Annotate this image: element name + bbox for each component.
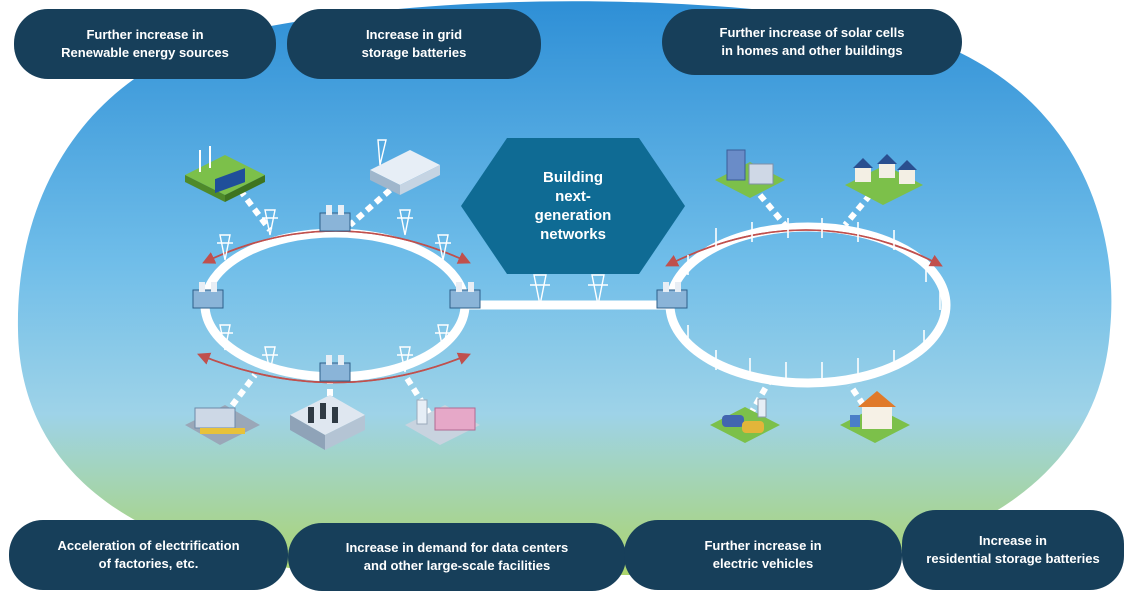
label-home-solar-cells: Further increase of solar cells in homes… <box>662 9 962 75</box>
large-facility-icon <box>405 399 480 445</box>
grid-storage-icon <box>370 139 440 195</box>
houses-solar-icon <box>845 154 923 205</box>
label-factory-electrification: Acceleration of electrification of facto… <box>9 520 288 590</box>
center-hexagon <box>461 138 685 274</box>
right-flow-arrows <box>665 229 943 267</box>
office-building-icon <box>715 149 785 198</box>
residential-battery-icon <box>840 391 910 443</box>
background-shape <box>17 1 1112 575</box>
label-grid-storage-batteries: Increase in grid storage batteries <box>287 9 541 79</box>
electric-vehicle-icon <box>710 398 780 443</box>
center-title: Building next- generation networks <box>534 169 612 243</box>
label-renewable-energy: Further increase in Renewable energy sou… <box>14 9 276 79</box>
label-residential-storage-batteries: Increase in residential storage batterie… <box>902 510 1124 590</box>
data-center-icon <box>290 395 365 450</box>
tower-icons <box>217 209 608 373</box>
substation-icons <box>192 205 688 382</box>
label-electric-vehicles: Further increase in electric vehicles <box>624 520 902 590</box>
pole-icons <box>687 218 941 382</box>
renewable-farm-icon <box>185 146 265 202</box>
label-data-centers: Increase in demand for data centers and … <box>288 523 626 591</box>
factory-icon <box>185 405 260 445</box>
